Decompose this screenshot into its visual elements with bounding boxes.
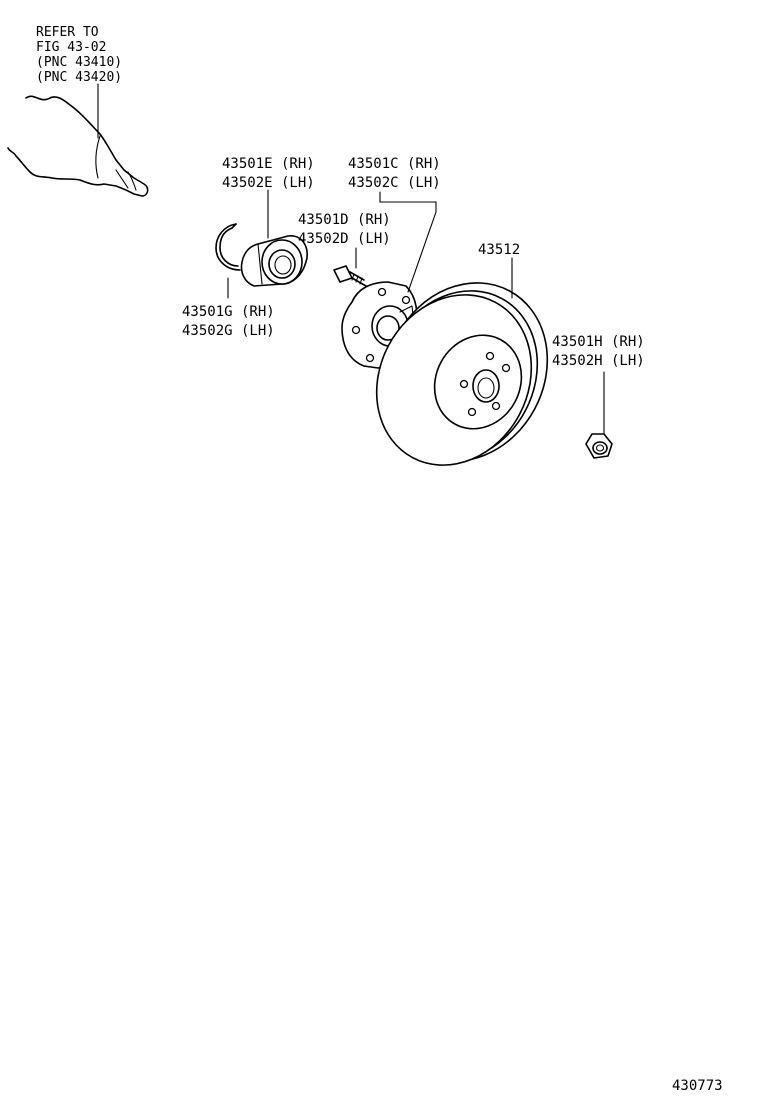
figure-number: 430773: [672, 1078, 723, 1094]
callout-snap-ring: 43501G (RH) 43502G (LH): [182, 304, 275, 339]
drive-shaft-stub: [7, 95, 149, 197]
hub-bearing: [240, 235, 308, 287]
callout-disc: 43512: [478, 242, 520, 258]
callout-hub-lh: 43502C (LH): [348, 175, 441, 191]
callout-hub-bolt: 43501D (RH) 43502D (LH): [298, 212, 391, 247]
hub-leader-bracket: [379, 191, 437, 293]
reference-note: REFER TO FIG 43-02 (PNC 43410) (PNC 4342…: [36, 25, 122, 85]
callout-nut: 43501H (RH) 43502H (LH): [552, 334, 645, 369]
reference-line-2: FIG 43-02: [36, 40, 106, 55]
callout-hub-bolt-rh: 43501D (RH): [298, 212, 391, 228]
callout-nut-lh: 43502H (LH): [552, 353, 645, 369]
callout-snap-ring-rh: 43501G (RH): [182, 304, 275, 320]
callout-bearing-lh: 43502E (LH): [222, 175, 315, 191]
hub-nut: [585, 433, 613, 459]
reference-line-4: (PNC 43420): [36, 70, 122, 85]
callout-bearing-rh: 43501E (RH): [222, 156, 315, 172]
callout-snap-ring-lh: 43502G (LH): [182, 323, 275, 339]
callout-hub-rh: 43501C (RH): [348, 156, 441, 172]
callout-hub: 43501C (RH) 43502C (LH): [348, 156, 441, 191]
callout-bearing: 43501E (RH) 43502E (LH): [222, 156, 315, 191]
snap-ring: [215, 223, 241, 271]
hub-bolt: [333, 265, 367, 287]
callout-nut-rh: 43501H (RH): [552, 334, 645, 350]
reference-line-1: REFER TO: [36, 25, 99, 40]
callout-disc-number: 43512: [478, 242, 520, 258]
reference-line-3: (PNC 43410): [36, 55, 122, 70]
brake-disc: [375, 282, 549, 466]
callout-hub-bolt-lh: 43502D (LH): [298, 231, 391, 247]
